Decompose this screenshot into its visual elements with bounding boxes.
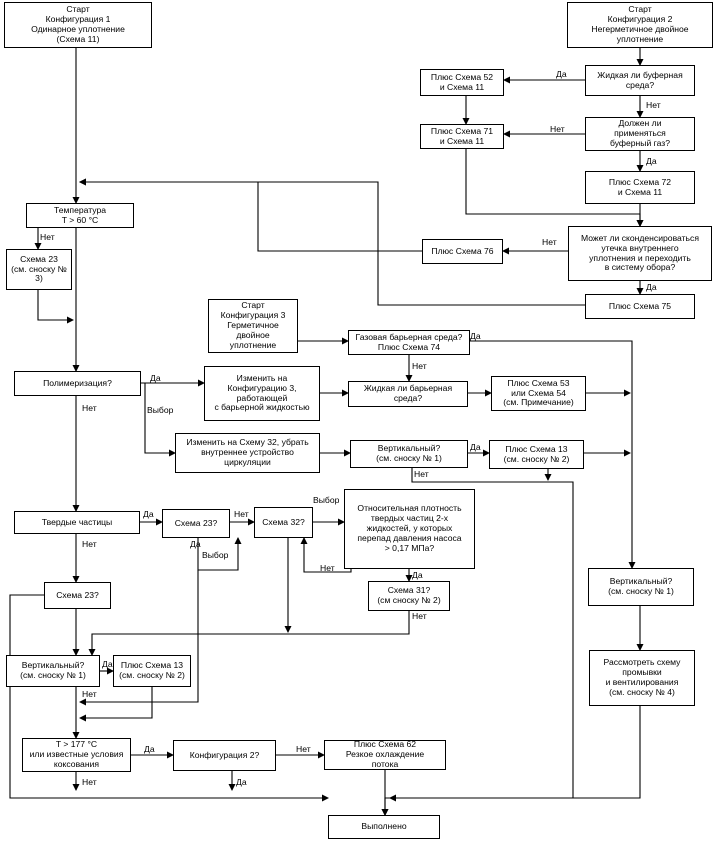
connector bbox=[300, 537, 352, 573]
label-no: Нет bbox=[234, 509, 249, 519]
plus-scheme13-bottom-box: Плюс Схема 13 (см. сноску № 2) bbox=[113, 655, 191, 687]
t177-question: T > 177 °C или известные условия коксова… bbox=[22, 738, 131, 772]
connector bbox=[389, 706, 641, 802]
label-no: Нет bbox=[412, 611, 427, 621]
plus-scheme52-box: Плюс Схема 52 и Схема 11 bbox=[420, 69, 504, 96]
label-no: Нет bbox=[646, 100, 661, 110]
label-no: Нет bbox=[542, 237, 557, 247]
label-no: Нет bbox=[414, 469, 429, 479]
label-yes: Да bbox=[102, 659, 113, 669]
change-scheme32-box: Изменить на Схему 32, убрать внутреннее … bbox=[175, 433, 320, 473]
flush-vent-box: Рассмотреть схему промывки и вентилирова… bbox=[589, 650, 695, 706]
label-yes: Да bbox=[646, 156, 657, 166]
vertical-question-1: Вертикальный? (см. сноску № 1) bbox=[350, 440, 468, 468]
scheme32-question: Схема 32? bbox=[254, 507, 313, 538]
label-no: Нет bbox=[82, 689, 97, 699]
label-yes: Да bbox=[646, 282, 657, 292]
label-yes: Да bbox=[412, 570, 423, 580]
label-no: Нет bbox=[412, 361, 427, 371]
plus-scheme71-box: Плюс Схема 71 и Схема 11 bbox=[420, 124, 504, 149]
liquid-barrier-question: Жидкая ли барьерная среда? bbox=[348, 381, 468, 407]
gas-barrier-question: Газовая барьерная среда? Плюс Схема 74 bbox=[348, 330, 470, 355]
label-no: Нет bbox=[82, 403, 97, 413]
scheme23-question-b: Схема 23? bbox=[44, 582, 111, 609]
label-no: Нет bbox=[40, 232, 55, 242]
scheme23-box: Схема 23 (см. сноску № 3) bbox=[6, 249, 72, 290]
label-yes: Да bbox=[470, 331, 481, 341]
label-no: Нет bbox=[82, 777, 97, 787]
connector bbox=[88, 611, 410, 656]
plus-scheme76-box: Плюс Схема 76 bbox=[422, 239, 503, 264]
label-yes: Да bbox=[144, 744, 155, 754]
connector bbox=[144, 383, 176, 457]
label-yes: Да bbox=[190, 539, 201, 549]
change-config3-box: Изменить на Конфигурацию 3, работающей с… bbox=[204, 366, 320, 421]
label-choice: Выбор bbox=[147, 405, 174, 415]
label-yes: Да bbox=[556, 69, 567, 79]
connector bbox=[79, 687, 153, 722]
plus-scheme13-top-box: Плюс Схема 13 (см. сноску № 2) bbox=[489, 440, 584, 469]
done-box: Выполнено bbox=[328, 815, 440, 839]
plus-scheme62-box: Плюс Схема 62 Резкое охлаждение потока bbox=[324, 739, 446, 770]
scheme31-question: Схема 31? (см сноску № 2) bbox=[368, 581, 450, 611]
label-no: Нет bbox=[82, 539, 97, 549]
connector bbox=[9, 594, 329, 802]
plus-scheme53-box: Плюс Схема 53 или Схема 54 (см. Примечан… bbox=[491, 376, 586, 411]
label-yes: Да bbox=[150, 373, 161, 383]
label-no: Нет bbox=[320, 563, 335, 573]
polymerization-question: Полимеризация? bbox=[14, 371, 141, 396]
plus-scheme75-box: Плюс Схема 75 bbox=[585, 294, 695, 319]
start-config1-box: Старт Конфигурация 1 Одинарное уплотнени… bbox=[4, 2, 152, 48]
vertical-question-right: Вертикальный? (см. сноску № 1) bbox=[588, 568, 694, 606]
start-config2-box: Старт Конфигурация 2 Негерметичное двойн… bbox=[567, 2, 713, 48]
condense-question: Может ли сконденсироваться утечка внутре… bbox=[568, 226, 712, 281]
liquid-buffer-question: Жидкая ли буферная среда? bbox=[585, 65, 695, 96]
density-question: Относительная плотность твердых частиц 2… bbox=[344, 489, 475, 569]
connector bbox=[197, 537, 242, 571]
vertical-question-2: Вертикальный? (см. сноску № 1) bbox=[6, 655, 100, 687]
plus-scheme72-box: Плюс Схема 72 и Схема 11 bbox=[585, 171, 695, 204]
scheme23-question: Схема 23? bbox=[162, 509, 230, 538]
label-yes: Да bbox=[143, 509, 154, 519]
label-choice: Выбор bbox=[313, 495, 340, 505]
label-choice: Выбор bbox=[202, 550, 229, 560]
label-no: Нет bbox=[296, 744, 311, 754]
solids-question: Твердые частицы bbox=[14, 511, 140, 534]
config2-question: Конфигурация 2? bbox=[173, 740, 276, 771]
connector bbox=[470, 340, 636, 569]
label-yes: Да bbox=[236, 777, 247, 787]
buffer-gas-question: Должен ли применяться буферный газ? bbox=[585, 117, 695, 151]
label-yes: Да bbox=[470, 442, 481, 452]
connector bbox=[79, 178, 585, 306]
start-config3-box: Старт Конфигурация 3 Герметичное двойное… bbox=[208, 299, 298, 353]
connector bbox=[79, 570, 199, 706]
connector bbox=[37, 290, 74, 324]
label-no: Нет bbox=[550, 124, 565, 134]
temperature-question: Температура T > 60 °C bbox=[26, 203, 134, 228]
